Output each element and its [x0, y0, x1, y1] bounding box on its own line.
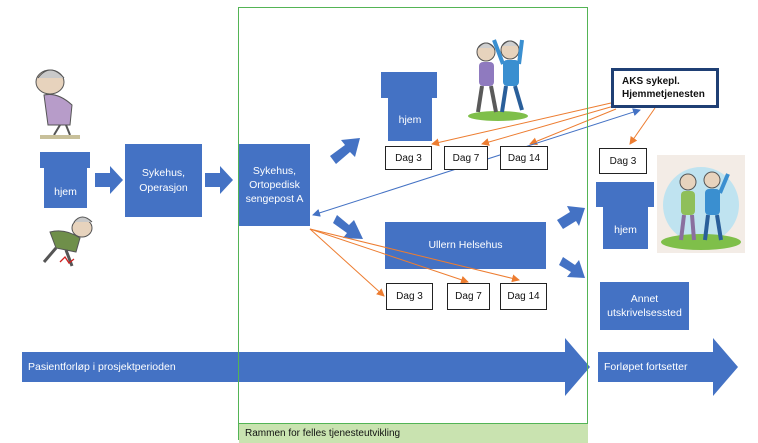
other-discharge-box [600, 282, 689, 330]
collaboration-frame-label: Rammen for felles tjenesteutvikling [239, 423, 588, 443]
day-box-top-3: Dag 3 [385, 146, 432, 170]
arrow-left-1 [95, 166, 123, 194]
day-box-mid-3: Dag 3 [386, 283, 433, 310]
home-label-top: hjem [398, 113, 422, 126]
other-discharge-label: Annet utskrivelsessted [607, 292, 682, 319]
day-box-right-3: Dag 3 [599, 148, 647, 174]
ward-label: Sykehus, Ortopedisk sengepost A [245, 164, 304, 206]
hospital-operation-label: Sykehus, Operasjon [139, 167, 188, 194]
day-box-mid-7: Dag 7 [447, 283, 490, 310]
timeline-continue-label: Forløpet fortsetter [604, 360, 688, 373]
home-label-left: hjem [54, 185, 77, 198]
home-label-right: hjem [614, 223, 637, 236]
elderly-couple-waving-illustration [657, 155, 745, 253]
timeline-arrow-continue [598, 338, 738, 396]
aks-line-1: AKS sykepl. [622, 76, 680, 87]
timeline-project-label: Pasientforløp i prosjektperioden [28, 360, 176, 373]
helsehus-box [385, 222, 546, 269]
elderly-walker-illustration [35, 69, 80, 139]
ward-followup-arrows [309, 228, 520, 297]
home-house-icon-left [40, 152, 90, 208]
ward-box [239, 144, 310, 226]
elderly-couple-exercise-illustration [468, 39, 528, 121]
aks-line-2: Hjemmetjenesten [622, 89, 705, 100]
day-box-top-14: Dag 14 [500, 146, 548, 170]
hospital-operation-box [125, 144, 202, 217]
day-box-mid-14: Dag 14 [500, 283, 547, 310]
aks-box: AKS sykepl. Hjemmetjenesten [611, 68, 719, 108]
elderly-fall-illustration [42, 216, 93, 267]
day-box-top-7: Dag 7 [444, 146, 488, 170]
arrow-left-2 [205, 166, 233, 194]
arrow-to-helsehus [333, 215, 363, 239]
timeline-arrow-project [22, 338, 590, 396]
helsehus-label: Ullern Helsehus [428, 239, 503, 252]
arrow-to-other [559, 257, 585, 278]
